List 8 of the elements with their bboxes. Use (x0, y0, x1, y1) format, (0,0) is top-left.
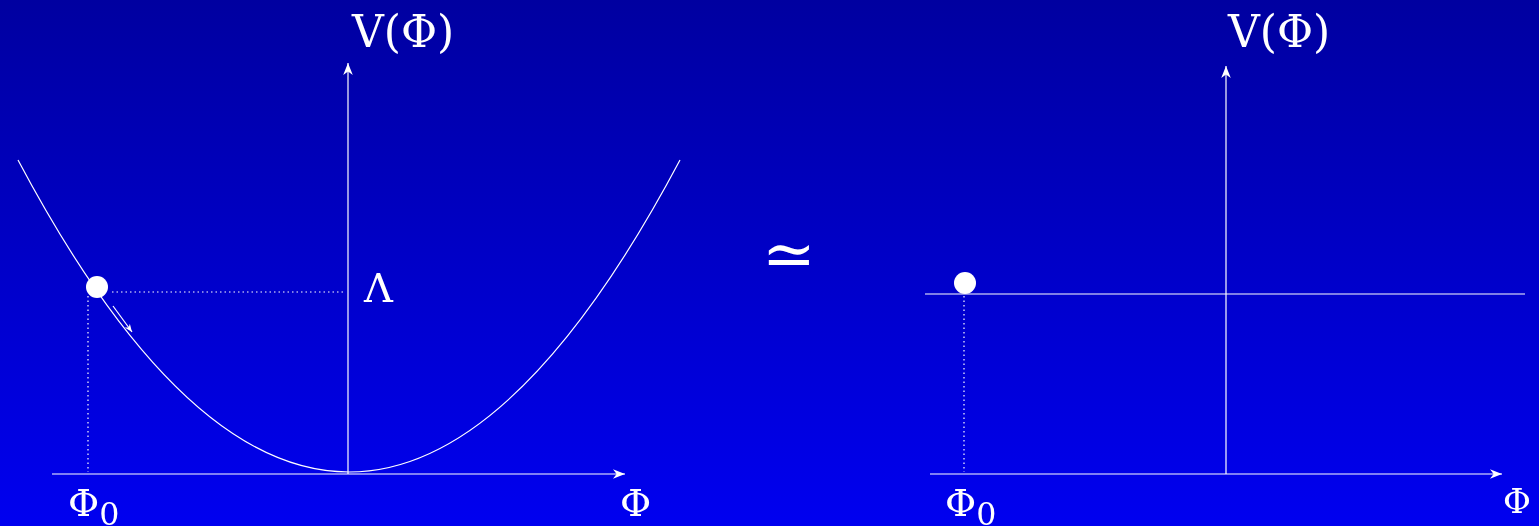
axis-label: V(Φ) (1228, 10, 1331, 54)
equivalence-symbol: ≃ (762, 222, 816, 286)
axis-label: V(Φ) (352, 10, 455, 54)
axis-label: Φ (1503, 484, 1531, 518)
axis-label: Φ$_{0}$ (68, 484, 120, 526)
axis-label: Φ$_{0}$ (945, 484, 997, 526)
value-label: Λ (364, 268, 393, 308)
axis-label: Φ (620, 484, 652, 522)
